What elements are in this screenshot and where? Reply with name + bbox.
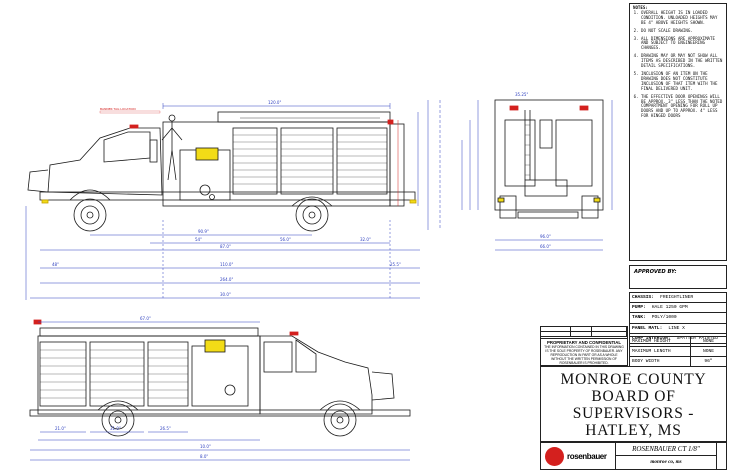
model-label: ROSENBAUER CT 1/8" [615,443,716,456]
note-item: ALL DIMENSIONS ARE APPROXIMATE AND SUBJE… [641,36,723,52]
dim-label: 264.0" [220,277,233,282]
note-item: OVERALL HEIGHT IS IN LOADED CONDITION. U… [641,10,723,26]
spec-row: CHASSIS: FREIGHTLINER [630,293,726,304]
manufacturer-block: rosenbauer ROSENBAUER CT 1/8" monroe co,… [540,442,727,470]
proprietary-notice: PROPRIETARY AND CONFIDENTIAL THE INFORMA… [540,338,628,366]
dim-label: 48" [52,262,59,267]
dimension-lines-top [25,100,441,300]
dim-key: MAXIMUM HEIGHT [630,337,691,346]
title-line: SUPERVISORS - [572,405,695,422]
dim-row: MAXIMUM LENGTH NONE [630,347,726,357]
dim-label: 90.9" [198,229,209,234]
spec-key: TANK: [632,315,646,321]
proprietary-heading: PROPRIETARY AND CONFIDENTIAL [546,340,621,345]
dim-label: 30.0" [220,292,231,297]
svg-text:BANNER TAG LOCATION: BANNER TAG LOCATION [100,107,136,111]
truck-side-view-top [27,111,417,232]
dim-label: 120.0" [268,100,281,105]
dim-key: BODY WIDTH [630,357,691,366]
company-label: monroe co, ms [615,456,716,469]
title-line: MONROE COUNTY [560,371,707,388]
spec-key: PANEL MATL: [632,325,663,331]
dim-label: 35.25" [515,92,528,97]
dimension-text-bottom: 67.0" 21.0" 31.0" 26.5" 10.0" 8.0" [55,316,211,459]
dim-label: 96.0" [540,234,551,239]
dim-label: 10.0" [200,444,211,449]
dim-label: 67.0" [140,316,151,321]
dimension-lines-bottom [30,321,410,461]
dim-label: 31.0" [110,426,121,431]
spec-value: SPATTER PAINTED [676,335,718,341]
spec-key: COMP INTERIOR: [632,335,671,341]
truck-side-view-bottom [29,319,411,437]
note-item: DO NOT SCALE DRAWING. [641,28,723,34]
dimension-table: MAXIMUM HEIGHT NONE MAXIMUM LENGTH NONE BO… [629,336,727,367]
spec-key: PUMP: [632,305,646,311]
callout-red: BANNER TAG LOCATION [99,107,161,114]
spec-value: LINE X [668,325,685,331]
dim-label: 26.5" [160,426,171,431]
notes-list: OVERALL HEIGHT IS IN LOADED CONDITION. U… [633,10,723,120]
dim-value: NONE [702,339,715,344]
dim-row: BODY WIDTH 96" [630,357,726,366]
title-line: BOARD OF [591,388,676,405]
dimension-lines-rear [461,100,613,251]
dim-label: 66.0" [540,244,551,249]
dim-label: 25.5" [390,262,401,267]
dimension-text-rear: 96.0" 66.0" 35.25" [515,92,551,249]
spec-value: FREIGHTLINER [660,295,694,301]
dim-label: 56.0" [280,237,291,242]
title-line: HATLEY, MS [585,422,682,439]
dim-label: 54" [195,237,202,242]
dim-label: 8.0" [200,454,208,459]
spec-row: COMP INTERIOR: SPATTER PAINTED [630,334,726,344]
note-item: INCLUSION OF AN ITEM ON THE DRAWING DOES… [641,71,723,92]
proprietary-body: THE INFORMATION CONTAINED IN THIS DRAWIN… [544,345,624,365]
revision-table [540,326,628,338]
sheet-number-cell [716,443,726,469]
spec-value: POLY/1000 [651,315,677,321]
spec-value: HALE 1250 GPM [651,305,688,311]
dim-label: 87.0" [220,244,231,249]
dim-label: 110.0" [220,262,233,267]
spec-key: CHASSIS: [632,295,655,301]
note-item: DRAWING MAY OR MAY NOT SHOW ALL ITEMS AS… [641,53,723,69]
approved-by-box: APPROVED BY: [629,265,727,289]
brand-logo: rosenbauer [543,447,611,467]
notes-heading: NOTES: [633,5,648,10]
spec-table: CHASSIS:FREIGHTLINER PUMP:HALE 1250 GPM … [629,292,727,344]
dimension-text-top: 120.0" 54" 56.0" 32.0" 90.9" 87.0" 110.0… [52,100,401,297]
notes-panel: NOTES: OVERALL HEIGHT IS IN LOADED CONDI… [629,3,727,261]
dim-label: 32.0" [360,237,371,242]
spec-row: PUMP: HALE 1250 GPM [630,303,726,314]
truck-rear-view [494,99,604,219]
rosenbauer-logo-icon [545,447,564,466]
spec-row: PANEL MATL: LINE X [630,324,726,334]
dim-key: MAXIMUM LENGTH [630,347,691,356]
dim-label: 21.0" [55,426,66,431]
note-item: THE EFFECTIVE DOOR OPENINGS WILL BE APPR… [641,94,723,120]
spec-row: TANK: POLY/1000 [630,313,726,324]
title-block: MONROE COUNTY BOARD OF SUPERVISORS - HAT… [540,366,727,442]
dim-value: NONE [702,349,715,354]
brand-name: rosenbauer [567,452,607,461]
dim-value: 96" [704,359,713,364]
dim-row: MAXIMUM HEIGHT NONE [630,337,726,347]
